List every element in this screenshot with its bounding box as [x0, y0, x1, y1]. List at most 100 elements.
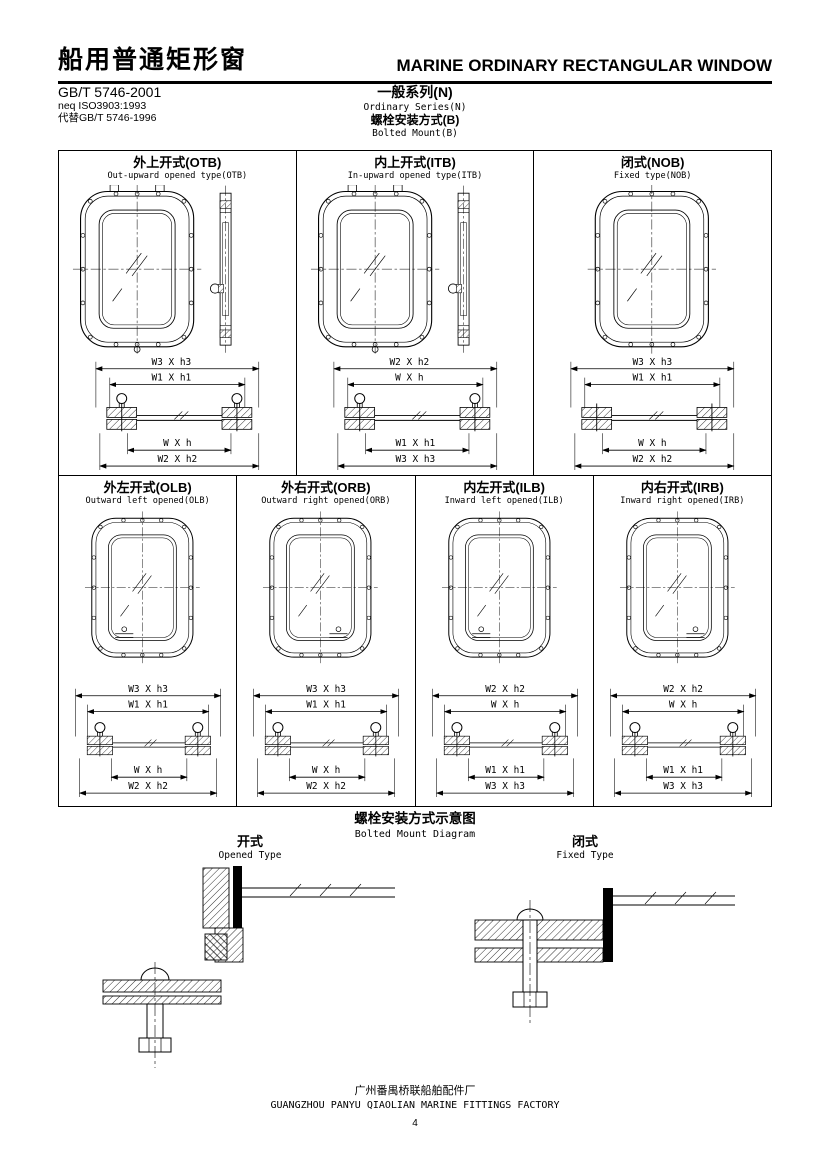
cell-irb: 内右开式(IRB) Inward right opened(IRB) W2 X …: [592, 476, 771, 806]
fixed-type-label: 闭式 Fixed Type: [515, 834, 655, 862]
front-view: [72, 185, 202, 355]
series-name-cn: 一般系列(N): [377, 84, 453, 100]
dim-top-2: W1 X h1: [265, 700, 388, 737]
type-title-cn: 内右开式(IRB): [640, 480, 724, 495]
dim-bottom-1: W1 X h1: [364, 433, 470, 455]
dim-top-1: W3 X h3: [74, 684, 222, 737]
type-title-en: Outward right opened(ORB): [261, 495, 391, 506]
irb-technical-drawing: W2 X h2 W X h W1 X h1: [609, 510, 757, 798]
dim-label: W2 X h2: [307, 781, 347, 792]
mount-name-en: Bolted Mount(B): [372, 128, 458, 140]
dim-bottom-2: W3 X h3: [613, 758, 753, 798]
dim-label: W X h: [163, 438, 191, 449]
cell-itb-head: 内上开式(ITB) In-upward opened type(ITB): [297, 151, 534, 185]
cell-ilb-head: 内左开式(ILB) Inward left opened(ILB): [416, 476, 593, 510]
dim-label: W2 X h2: [633, 454, 673, 465]
cell-olb: 外左开式(OLB) Outward left opened(OLB) W3 X …: [59, 476, 236, 806]
section-view: [621, 732, 746, 757]
standard-reference-block: GB/T 5746-2001 neq ISO3903:1993 代替GB/T 5…: [58, 84, 161, 124]
type-title-en: Fixed type(NOB): [613, 170, 692, 181]
dim-label: W X h: [490, 700, 518, 711]
glass-pane: [613, 891, 735, 906]
type-title-en: Outward left opened(OLB): [85, 495, 210, 506]
cell-orb-head: 外右开式(ORB) Outward right opened(ORB): [237, 476, 414, 510]
dim-top-2: W X h: [346, 373, 484, 408]
stay-detail: [115, 626, 134, 638]
type-title-cn: 内上开式(ITB): [374, 155, 456, 170]
page-title-cn: 船用普通矩形窗: [58, 46, 248, 74]
dim-bottom-1: W X h: [602, 433, 708, 455]
dim-bottom-2: W2 X h2: [574, 433, 735, 471]
hinge-bolt-assembly: [102, 962, 222, 1068]
dim-label: W3 X h3: [485, 781, 525, 792]
olb-technical-drawing: W3 X h3 W1 X h1 W X h: [74, 510, 222, 798]
opened-type-label: 开式 Opened Type: [180, 834, 320, 862]
mount-diagram-title-cn: 螺栓安装方式示意图: [354, 811, 476, 826]
stay-detail: [686, 626, 705, 638]
dim-bottom-2: W3 X h3: [336, 433, 498, 471]
dim-label: W3 X h3: [128, 684, 168, 695]
grid-row-2: 外左开式(OLB) Outward left opened(OLB) W3 X …: [59, 475, 771, 806]
cell-orb: 外右开式(ORB) Outward right opened(ORB) W3 X…: [236, 476, 414, 806]
dim-label: W X h: [669, 700, 697, 711]
dim-bottom-2: W3 X h3: [435, 758, 574, 798]
orb-technical-drawing: W3 X h3 W1 X h1 W X h: [253, 510, 400, 798]
page-header: 船用普通矩形窗 MARINE ORDINARY RECTANGULAR WIND…: [58, 40, 772, 84]
dim-label: W1 X h1: [152, 373, 192, 384]
dim-bottom-1: W1 X h1: [645, 758, 723, 782]
mount-bolt-assembly: [512, 900, 548, 1023]
type-title-cn: 外左开式(OLB): [103, 480, 192, 495]
type-title-en: Inward left opened(ILB): [444, 495, 564, 506]
mount-diagram-title-en: Bolted Mount Diagram: [354, 828, 476, 840]
fixed-type-label-cn: 闭式: [571, 834, 598, 849]
cell-ilb: 内左开式(ILB) Inward left opened(ILB) W2 X h…: [414, 476, 593, 806]
standard-number: GB/T 5746-2001: [58, 84, 162, 100]
type-title-en: In-upward opened type(ITB): [347, 170, 483, 181]
dim-label: W1 X h1: [663, 765, 703, 776]
mount-plate-upper: [474, 919, 604, 941]
frame-edge-bar: [233, 866, 242, 928]
opened-type-label-en: Opened Type: [218, 850, 282, 862]
front-view: [84, 510, 201, 665]
front-view: [310, 185, 440, 355]
section-view: [265, 732, 390, 757]
dim-top-1: W2 X h2: [431, 684, 578, 737]
cell-otb: 外上开式(OTB) Out-upward opened type(OTB) W3…: [59, 151, 296, 475]
factory-name-cn: 广州番禺桥联船舶配件厂: [354, 1085, 476, 1097]
mount-name-cn: 螺栓安装方式(B): [370, 113, 460, 128]
dim-label: W2 X h2: [663, 684, 703, 695]
fixed-type-label-en: Fixed Type: [556, 850, 614, 862]
dim-label: W3 X h3: [152, 357, 192, 368]
dim-label: W2 X h2: [389, 357, 429, 368]
dim-label: W2 X h2: [485, 684, 525, 695]
dim-bottom-2: W2 X h2: [99, 433, 260, 471]
dim-label: W X h: [134, 765, 162, 776]
rubber-gasket: [204, 933, 228, 961]
dim-top-2: W X h: [443, 700, 566, 737]
series-name-en: Ordinary Series(N): [363, 101, 467, 113]
section-view: [343, 402, 490, 432]
section-view: [581, 402, 728, 432]
dim-top-1: W2 X h2: [609, 684, 757, 737]
frame-bracket: [202, 867, 230, 929]
dim-top-2: W1 X h1: [109, 373, 246, 408]
dim-label: W2 X h2: [157, 454, 197, 465]
dim-bottom-1: W X h: [126, 433, 232, 455]
frame-edge-bar: [603, 888, 613, 962]
dim-top-1: W2 X h2: [332, 357, 498, 408]
type-title-cn: 闭式(NOB): [620, 155, 685, 170]
window-types-grid: 外上开式(OTB) Out-upward opened type(OTB) W3…: [58, 150, 772, 807]
fixed-mount-section-drawing: [474, 888, 735, 1023]
factory-name-en: GUANGZHOU PANYU QIAOLIAN MARINE FITTINGS…: [270, 1099, 560, 1111]
dim-top-2: W X h: [621, 700, 745, 737]
dim-bottom-2: W2 X h2: [78, 758, 218, 798]
dim-label: W X h: [638, 438, 666, 449]
dim-top-1: W3 X h3: [570, 357, 735, 408]
side-view: [209, 185, 232, 354]
side-view: [447, 185, 470, 354]
dim-top-2: W1 X h1: [86, 700, 210, 737]
standard-equivalence: neq ISO3903:1993: [58, 100, 147, 113]
dim-label: W1 X h1: [128, 700, 168, 711]
front-view: [262, 510, 379, 665]
